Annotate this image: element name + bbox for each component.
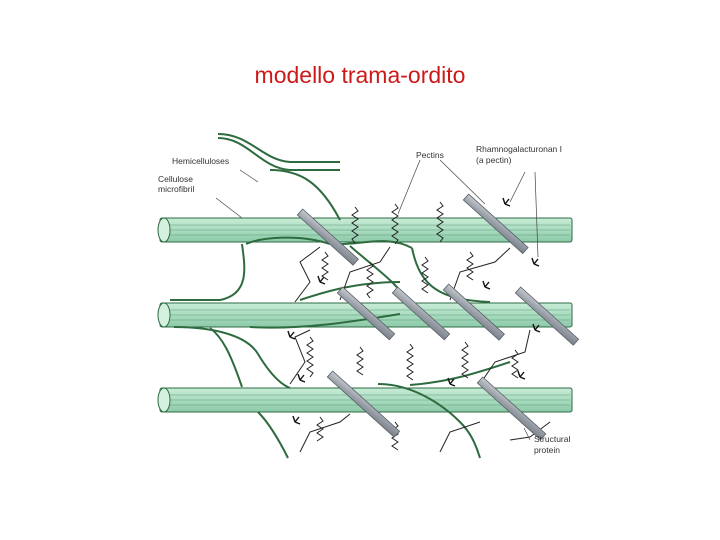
structural-protein-rods <box>296 193 580 441</box>
structural-protein-label-line1: Structural <box>534 434 570 444</box>
leader-lines <box>215 159 539 441</box>
hemicelluloses-label: Hemicelluloses <box>172 156 229 166</box>
pectin-network <box>289 201 551 453</box>
slide-title: modello trama-ordito <box>254 62 466 88</box>
cellulose-label-line2: microfibril <box>158 184 194 194</box>
cellulose-microfibril-top <box>157 217 573 243</box>
rg1-label-line1: Rhamnogalacturonan I <box>476 144 562 154</box>
cell-wall-diagram: Hemicelluloses Cellulose microfibril Pec… <box>150 122 590 462</box>
cellulose-label-line1: Cellulose <box>158 174 193 184</box>
hemicellulose-strands <box>170 133 511 459</box>
pectins-label: Pectins <box>416 150 444 160</box>
cellulose-microfibril-bottom <box>157 387 573 413</box>
rg1-label-line2: (a pectin) <box>476 155 512 165</box>
structural-protein-label-line2: protein <box>534 445 560 455</box>
cell-wall-illustration: Hemicelluloses Cellulose microfibril Pec… <box>157 133 580 459</box>
rhamnogalacturonan-branches <box>287 197 541 425</box>
